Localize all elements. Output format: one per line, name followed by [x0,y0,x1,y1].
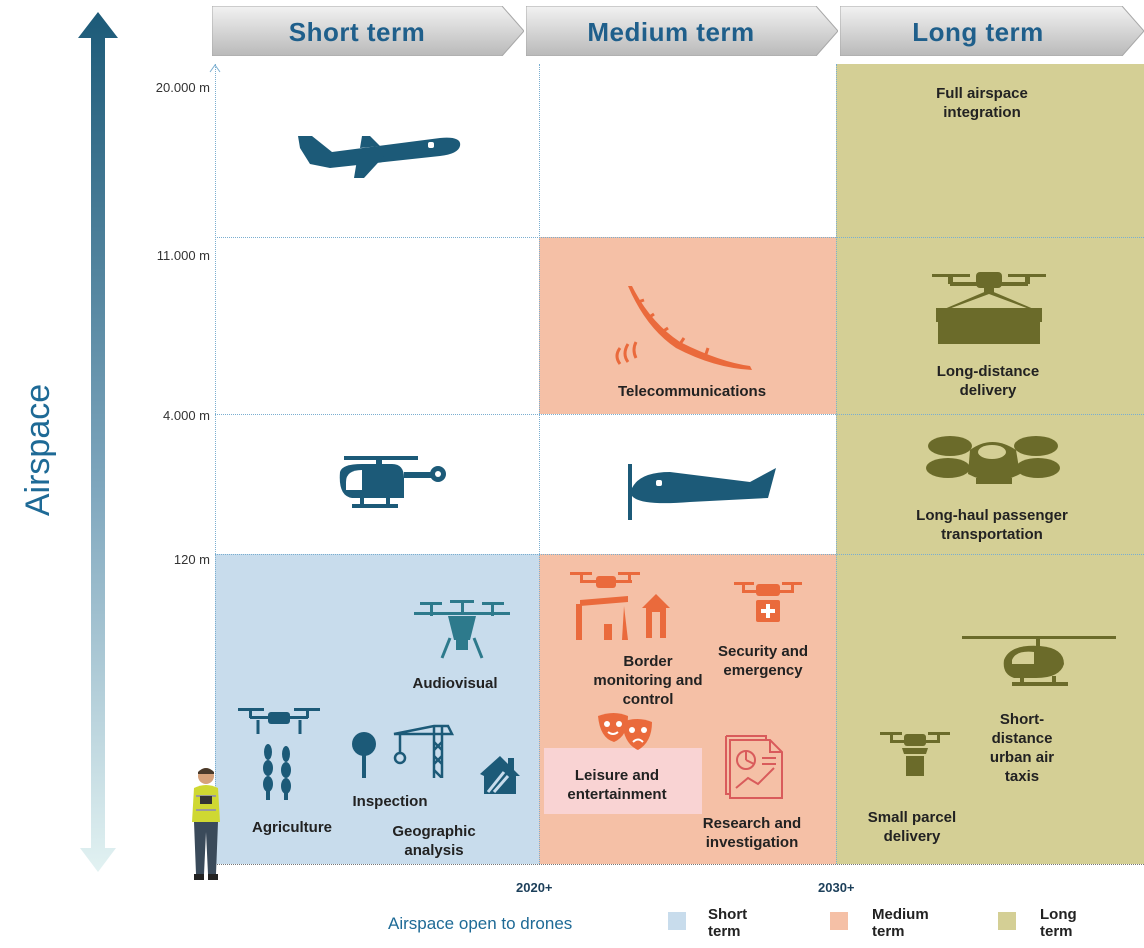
passenger-drone-icon [926,436,1060,484]
house-icon [480,756,520,794]
label-long-distance-delivery: Long-distance delivery [936,363,1040,399]
label-agriculture: Agriculture [251,819,332,836]
grid-line-4000 [215,414,1144,415]
label-full-airspace: Full airspace integration [936,85,1028,121]
y-tick-11000: 11.000 m [156,248,210,263]
y-tick-20000: 20.000 m [155,80,210,95]
grid-line-v3 [836,64,837,864]
air-taxi-icon [962,636,1116,686]
legend-swatch-long [998,912,1016,930]
crop-drone-icon [238,708,320,734]
label-small-parcel: Small parcel delivery [867,809,957,845]
pilot-icon [192,768,220,880]
x-tick-2030: 2030+ [818,880,855,895]
grid-line-120 [215,554,1144,555]
y-tick-4000: 4.000 m [163,408,210,423]
grid-line-v1 [215,64,216,864]
legend-swatch-medium [830,912,848,930]
label-long-haul: Long-haul passenger transportation [916,507,1068,543]
hexacopter-icon [414,600,510,659]
parcel-drone-icon [880,732,950,776]
legend-label-short: Short term [708,906,748,940]
document-chart-icon [725,735,783,799]
crane-icon [393,724,455,778]
y-tick-120: 120 m [173,552,210,567]
solar-plane-icon [615,286,752,370]
masks-icon [598,713,652,750]
airliner-icon [298,136,461,178]
wheat-icon [263,744,291,800]
header-medium-term: Medium term [587,17,755,47]
label-border-monitoring: Border monitoring and control [593,653,703,708]
label-security-emergency: Security and emergency [717,643,809,679]
label-geographic-analysis: Geographic analysis [392,823,476,859]
tree-icon [352,732,376,778]
legend-label-long: Long term [1040,906,1077,940]
border-drone-icon [570,572,670,640]
helicopter-icon [339,456,446,508]
airspace-arrow [78,12,118,872]
header-long-term: Long term [912,17,1044,47]
header-arrow-short [212,6,524,56]
grid-line-11000 [215,237,1144,238]
light-plane-icon [628,464,776,520]
leisure-highlight [544,748,702,814]
label-leisure: Leisure and entertainment [567,767,667,803]
label-audiovisual: Audiovisual [412,675,498,692]
header-arrow-long [840,6,1144,56]
header-arrow-medium [526,6,838,56]
grid-line-v2 [539,64,540,864]
header-short-term: Short term [288,17,426,47]
axis-top-arrow [209,64,221,73]
label-short-distance-taxis: Short-distance urban air taxis [989,711,1055,785]
label-telecommunications: Telecommunications [617,383,767,400]
y-axis-title: Airspace [19,383,57,517]
x-tick-2020: 2020+ [516,880,553,895]
label-inspection: Inspection [352,793,428,810]
region-medium-telecom [539,237,836,414]
label-research: Research and investigation [702,815,802,851]
cargo-drone-icon [932,272,1046,344]
legend-label-medium: Medium term [872,906,929,940]
grid-line-base [215,864,1144,865]
emergency-drone-icon [734,582,802,622]
legend-swatch-short [668,912,686,930]
legend-title: Airspace open to drones [388,914,573,933]
region-short-low [215,554,539,864]
